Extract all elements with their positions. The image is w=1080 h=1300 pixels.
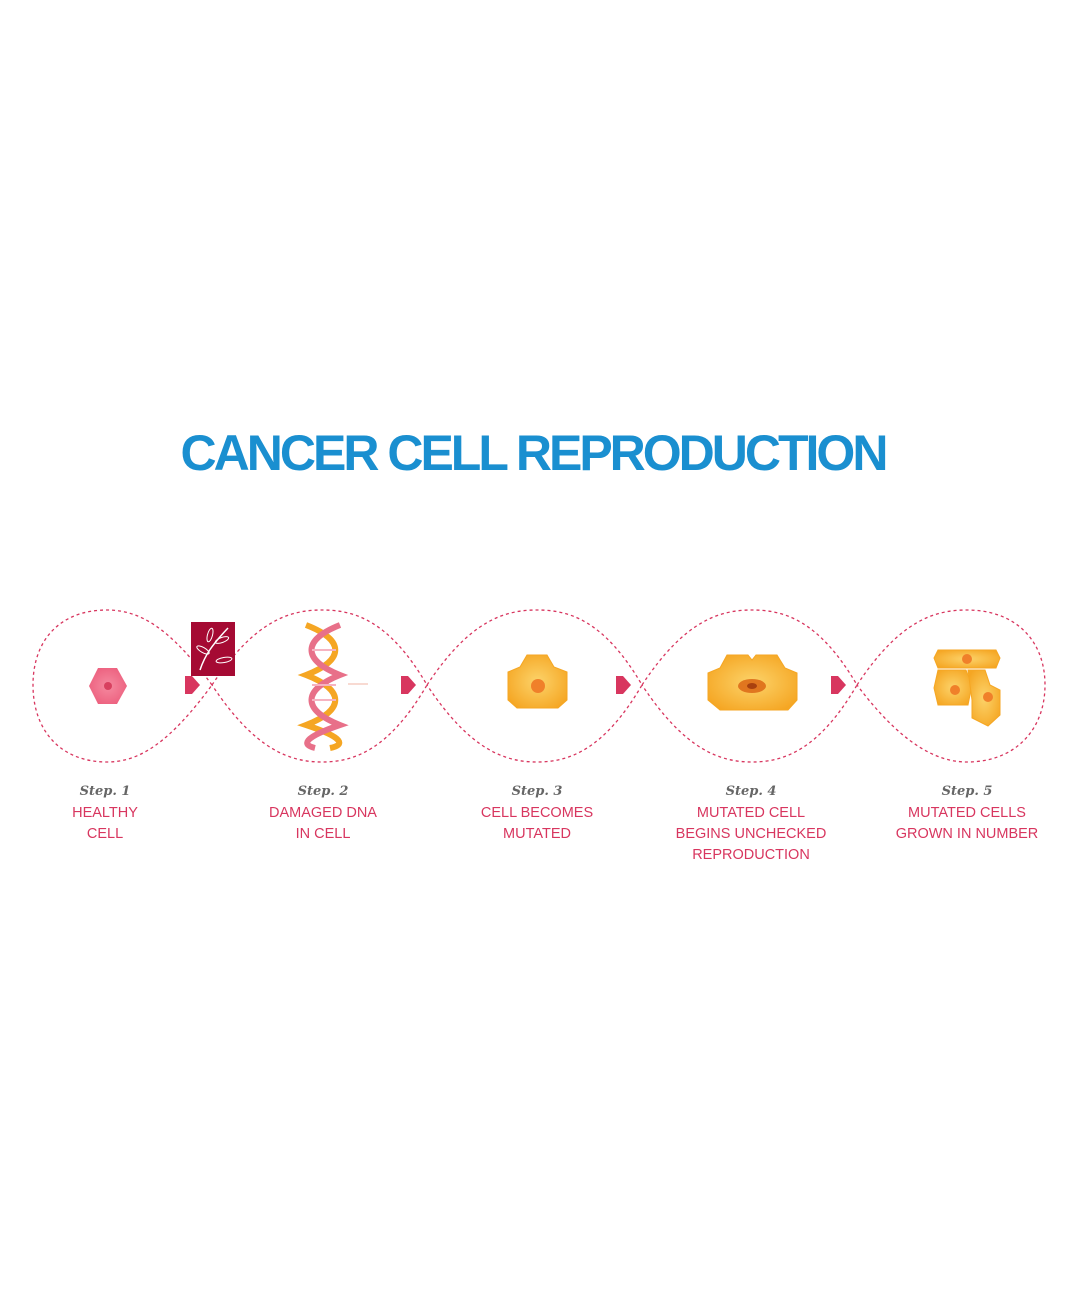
step-number: Step. 1 (79, 784, 131, 799)
step-description: CELL BECOMES (480, 805, 594, 821)
step-5: Step. 5 MUTATED CELLS GROWN IN NUMBER (857, 781, 1077, 845)
step-description: GROWN IN NUMBER (895, 826, 1039, 842)
step-description: MUTATED CELL (696, 805, 806, 821)
step-2: Step. 2 DAMAGED DNA IN CELL (213, 781, 433, 845)
step-description: CELL (86, 826, 124, 842)
step-number: Step. 5 (941, 784, 993, 799)
step-description: MUTATED (503, 826, 571, 842)
cell-cluster-icon (933, 649, 1001, 727)
arrow-icon (401, 676, 416, 694)
healthy-cell-icon (89, 668, 127, 704)
dna-icon (297, 622, 368, 751)
plant-logo-icon (191, 622, 235, 676)
step-description: IN CELL (295, 826, 351, 842)
step-description: MUTATED CELLS (908, 805, 1026, 821)
step-number: Step. 3 (511, 784, 563, 799)
step-number: Step. 4 (725, 784, 777, 799)
step-description: HEALTHY (72, 805, 138, 821)
dashed-loop-path (32, 609, 1046, 763)
arrow-icon (616, 676, 631, 694)
cell-reproduction-diagram (32, 609, 1046, 763)
step-description: DAMAGED DNA (269, 805, 377, 821)
dividing-cell-icon (707, 654, 798, 711)
mutated-cell-icon (507, 654, 568, 709)
step-1: Step. 1 HEALTHY CELL (0, 781, 215, 845)
arrow-icon (185, 676, 200, 694)
step-number: Step. 2 (297, 784, 349, 799)
step-4: Step. 4 MUTATED CELL BEGINS UNCHECKED RE… (641, 781, 861, 866)
step-description: REPRODUCTION (692, 847, 810, 863)
arrow-icon (831, 676, 846, 694)
step-3: Step. 3 CELL BECOMES MUTATED (427, 781, 647, 845)
page-title: CANCER CELL REPRODUCTION (180, 425, 889, 481)
step-description: BEGINS UNCHECKED (675, 826, 827, 842)
